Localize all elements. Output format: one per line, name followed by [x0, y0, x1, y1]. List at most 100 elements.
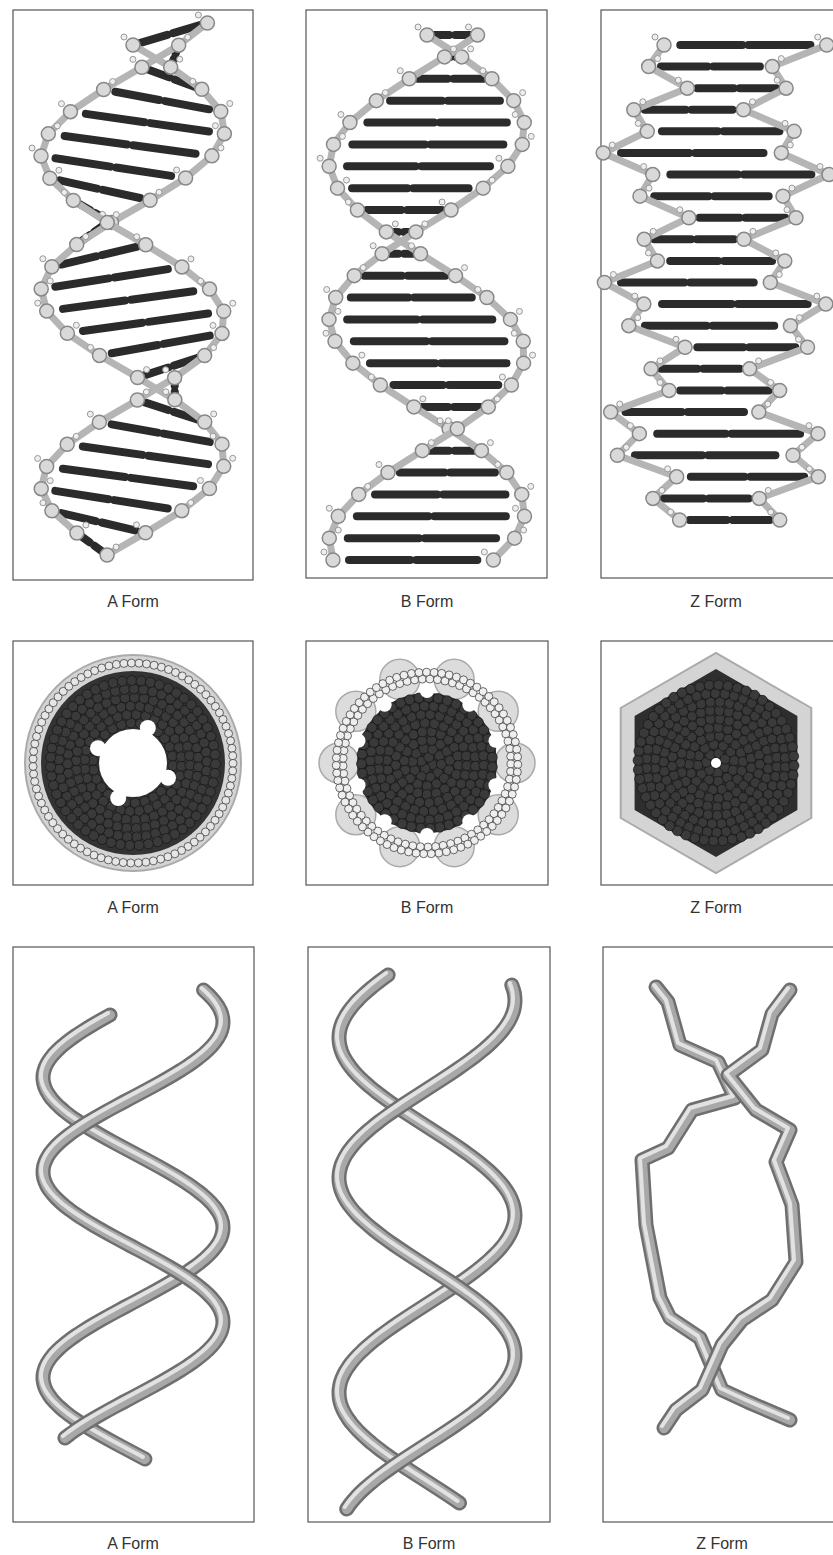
sugar-ring — [322, 312, 336, 326]
sugar-ring — [172, 38, 186, 52]
atom — [357, 768, 367, 778]
sugar-ring — [682, 211, 696, 225]
base-pair — [432, 337, 504, 345]
sugar-ring — [657, 38, 671, 52]
sugar-ring — [627, 103, 641, 117]
base-pair — [750, 473, 804, 481]
sugar-ring — [40, 459, 54, 473]
phosphate-atom — [520, 90, 526, 96]
atom — [333, 769, 341, 777]
phosphate-atom — [73, 322, 79, 328]
top-view-a — [25, 655, 241, 871]
atom — [225, 730, 233, 738]
atom — [30, 747, 38, 755]
phosphate-atom — [635, 315, 641, 321]
base-pair — [364, 272, 402, 280]
atom — [445, 671, 453, 679]
sugar-ring — [43, 171, 57, 185]
central-hole — [140, 720, 156, 736]
phosphate-atom — [756, 358, 762, 364]
atom — [636, 737, 646, 747]
sugar-ring — [217, 459, 231, 473]
sugar-ring — [752, 405, 766, 419]
base-pair — [645, 106, 686, 114]
atom — [435, 849, 443, 857]
sugar-phosphate-backbone — [41, 23, 224, 533]
phosphate-atom — [675, 77, 681, 83]
backbone-lobe — [380, 827, 420, 867]
base-pair — [738, 300, 808, 308]
sugar-ring — [811, 427, 825, 441]
phosphate-atom — [451, 46, 457, 52]
atom — [336, 784, 344, 792]
atom — [224, 789, 232, 797]
sugar-ring — [420, 28, 434, 42]
atom — [148, 696, 158, 706]
atom — [788, 770, 798, 780]
atom — [779, 772, 789, 782]
sugar-ring — [126, 38, 140, 52]
atom — [427, 850, 435, 858]
atom — [730, 798, 740, 808]
sugar-ring — [34, 282, 48, 296]
atom — [229, 767, 237, 775]
base-pair — [400, 469, 444, 477]
sugar-ring — [202, 481, 216, 495]
phosphate-atom — [487, 440, 493, 446]
atom — [357, 749, 367, 759]
sugar-ring — [474, 444, 488, 458]
sugar-ring — [778, 254, 792, 268]
base-pair — [115, 269, 168, 277]
sugar-ring — [34, 482, 48, 496]
base-pair — [352, 140, 425, 148]
sugar-ring — [632, 427, 646, 441]
base-pair — [662, 127, 718, 135]
sugar-ring — [195, 82, 209, 96]
sugar-ring — [644, 362, 658, 376]
sugar-ring — [508, 531, 522, 545]
base-pair — [431, 140, 504, 148]
atom — [341, 777, 349, 785]
phosphate-atom — [530, 352, 536, 358]
phosphate-atom — [428, 440, 434, 446]
phosphate-atom — [445, 418, 451, 424]
phosphate-atom — [495, 462, 501, 468]
phosphate-atom — [659, 487, 665, 493]
base-pair — [140, 35, 167, 43]
phosphate-atom — [499, 374, 505, 380]
base-pair — [165, 101, 209, 109]
atom — [229, 759, 237, 767]
sugar-ring — [507, 94, 521, 108]
atom — [226, 782, 234, 790]
atom — [713, 793, 723, 803]
base-pair — [645, 322, 707, 330]
atom — [438, 669, 446, 677]
atom — [393, 673, 401, 681]
phosphate-atom — [360, 265, 366, 271]
phosphate-atom — [47, 478, 53, 484]
form-label: A Form — [107, 592, 159, 612]
base-pair — [418, 75, 448, 83]
phosphate-atom — [190, 78, 196, 84]
atom — [115, 840, 125, 850]
phosphate-atom — [35, 455, 41, 461]
phosphate-atom — [787, 142, 793, 148]
phosphate-atom — [650, 228, 656, 234]
base-pair — [408, 272, 446, 280]
base-pair — [700, 214, 740, 222]
phosphate-atom — [645, 250, 651, 256]
phosphate-atom — [198, 278, 204, 284]
sugar-ring — [326, 137, 340, 151]
sugar-ring — [597, 276, 611, 290]
sugar-ring — [786, 448, 800, 462]
groove-gap — [420, 828, 434, 842]
base-pair — [670, 257, 718, 265]
phosphate-atom — [749, 99, 755, 105]
sugar-ring — [504, 378, 518, 392]
phosphate-atom — [609, 142, 615, 148]
phosphate-atom — [370, 243, 376, 249]
atom — [47, 743, 57, 753]
atom — [504, 737, 512, 745]
sugar-ring — [168, 371, 182, 385]
base-pair — [349, 556, 410, 564]
